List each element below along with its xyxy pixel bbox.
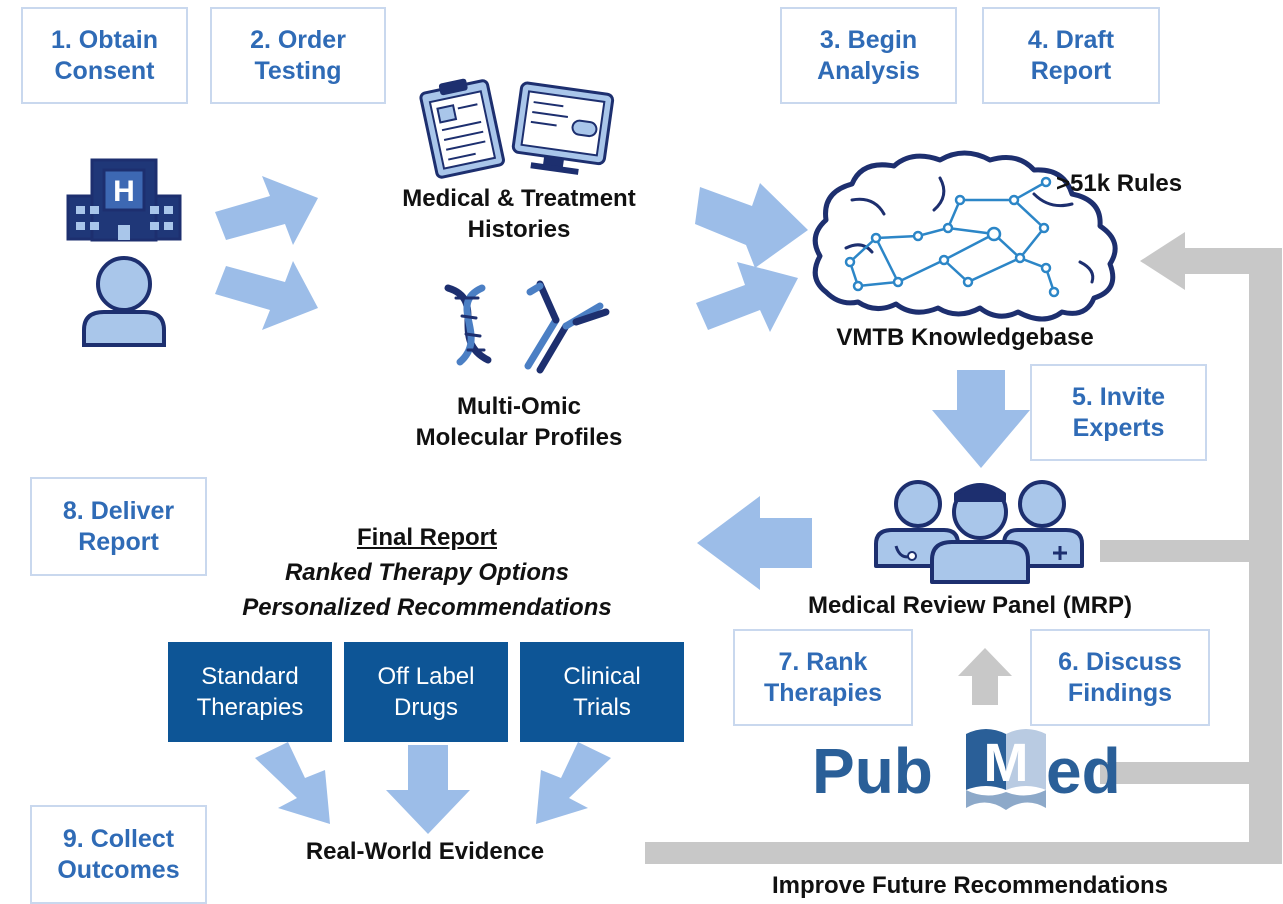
trials-line-1: Clinical bbox=[563, 663, 641, 690]
offlabel-line-2: Drugs bbox=[393, 694, 459, 721]
step-8-line-2: Report bbox=[78, 527, 159, 556]
histories-line-1: Medical & Treatment bbox=[402, 185, 636, 212]
real-world-evidence-label: Real-World Evidence bbox=[305, 838, 545, 865]
category-off-label-drugs: Off Label Drugs bbox=[344, 642, 508, 742]
offlabel-line-1: Off Label bbox=[377, 663, 475, 690]
arrow-standard-to-rwe bbox=[255, 742, 330, 824]
arrow-pubmed-to-mrp bbox=[958, 648, 1012, 705]
step-5-line-2: Experts bbox=[1072, 413, 1165, 442]
monitor-icon bbox=[511, 81, 615, 175]
step-4-line-2: Report bbox=[1030, 56, 1112, 85]
step-6-line-2: Findings bbox=[1067, 678, 1173, 707]
profiles-label: Multi-Omic Molecular Profiles bbox=[370, 391, 668, 453]
improve-recommendations-label: Improve Future Recommendations bbox=[771, 872, 1169, 899]
rules-count: >51k Rules bbox=[1056, 170, 1183, 197]
arrow-profiles-to-kb bbox=[696, 262, 798, 332]
step-3-line-2: Analysis bbox=[817, 56, 920, 85]
pubmed-wordmark-left: Pub bbox=[812, 735, 933, 807]
trials-line-2: Trials bbox=[573, 694, 631, 721]
patient-icon bbox=[82, 256, 166, 347]
feedback-loop bbox=[645, 232, 1282, 864]
personalized-recommendations: Personalized Recommendations bbox=[242, 594, 612, 621]
arrow-mrp-to-report bbox=[697, 496, 812, 590]
ranked-therapy-options: Ranked Therapy Options bbox=[284, 559, 570, 586]
category-clinical-trials: Clinical Trials bbox=[520, 642, 684, 742]
category-standard-therapies: Standard Therapies bbox=[168, 642, 332, 742]
pubmed-wordmark-right: ed bbox=[1046, 735, 1121, 807]
step-4-line-1: 4. Draft bbox=[1027, 25, 1115, 54]
profiles-line-2: Molecular Profiles bbox=[415, 424, 623, 451]
step-1-line-2: Consent bbox=[54, 56, 155, 85]
arrow-trials-to-rwe bbox=[536, 742, 611, 824]
knowledgebase-label: VMTB Knowledgebase bbox=[836, 324, 1094, 351]
step-9-line-2: Outcomes bbox=[57, 855, 180, 884]
step-2-line-1: 2. Order bbox=[250, 25, 346, 54]
pubmed-logo bbox=[966, 729, 1046, 810]
step-3-line-1: 3. Begin bbox=[819, 25, 918, 54]
step-7-line-1: 7. Rank bbox=[778, 647, 868, 676]
step-5-line-1: 5. Invite bbox=[1071, 382, 1166, 411]
step-8-line-1: 8. Deliver bbox=[62, 496, 175, 525]
histories-label: Medical & Treatment Histories bbox=[360, 183, 678, 245]
arrow-to-histories bbox=[215, 176, 318, 245]
antibody-icon bbox=[524, 280, 610, 374]
svg-text:H: H bbox=[113, 175, 135, 208]
step-6-line-1: 6. Discuss bbox=[1058, 647, 1182, 676]
arrow-offlabel-to-rwe bbox=[386, 745, 470, 834]
hospital-icon: H bbox=[66, 158, 182, 242]
arrow-kb-to-mrp bbox=[932, 370, 1030, 468]
step-1-line-1: 1. Obtain bbox=[51, 25, 158, 54]
dna-icon bbox=[444, 284, 492, 366]
step-2-line-2: Testing bbox=[254, 56, 342, 85]
mrp-label: Medical Review Panel (MRP) bbox=[807, 592, 1133, 619]
arrow-histories-to-kb bbox=[695, 183, 808, 268]
brain-network-icon bbox=[812, 150, 1118, 322]
profiles-line-1: Multi-Omic bbox=[457, 393, 581, 420]
arrow-to-profiles bbox=[215, 261, 318, 330]
step-9-line-1: 9. Collect bbox=[62, 824, 175, 853]
histories-line-2: Histories bbox=[467, 216, 571, 243]
standard-line-1: Standard bbox=[201, 663, 299, 690]
step-7-line-2: Therapies bbox=[763, 678, 883, 707]
final-report-title: Final Report bbox=[356, 524, 497, 551]
standard-line-2: Therapies bbox=[196, 694, 304, 721]
medical-team-icon bbox=[874, 480, 1084, 584]
clipboard-icon bbox=[419, 78, 505, 179]
pubmed-wordmark-m: M bbox=[983, 733, 1029, 793]
